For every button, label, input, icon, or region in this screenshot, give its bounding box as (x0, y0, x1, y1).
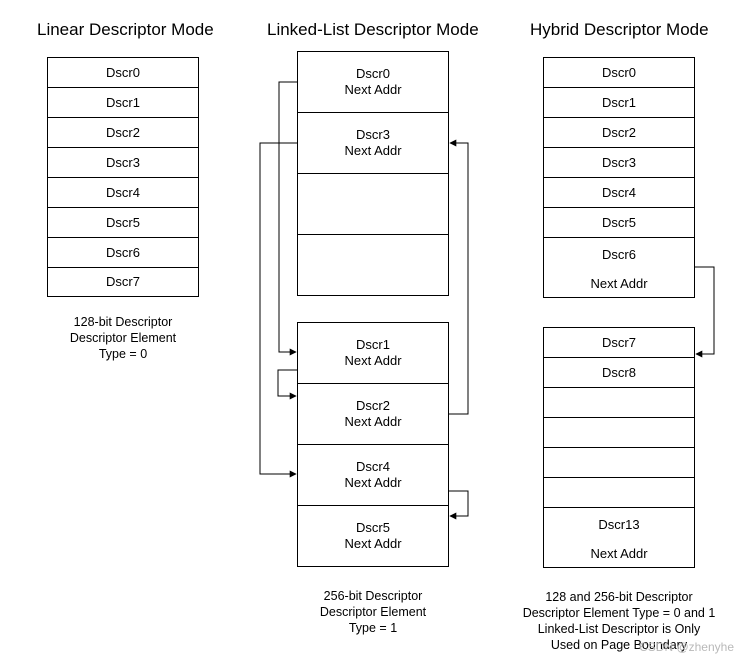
linked-caption-line-1: 256-bit Descriptor (323, 589, 423, 603)
hybrid-caption-line-4: Used on Page Boundary (550, 638, 688, 652)
linked-caption-line-2: Descriptor Element (319, 605, 427, 619)
arrow-dscr2-to-dscr3 (449, 139, 469, 415)
linear-cell-dscr7: Dscr7 (47, 267, 199, 297)
linear-caption-line-2: Descriptor Element (69, 331, 177, 345)
linked-cell-dscr2: Dscr2 Next Addr (297, 383, 449, 445)
hybrid-cell-dscr1: Dscr1 (543, 87, 695, 118)
hybrid-cell-empty-4 (543, 477, 695, 508)
linked-cell-dscr4: Dscr4 Next Addr (297, 444, 449, 506)
hybrid-cell-dscr5: Dscr5 (543, 207, 695, 238)
linked-cell-dscr0-next-addr: Next Addr (344, 82, 402, 97)
hybrid-cell-dscr8: Dscr8 (543, 357, 695, 388)
linear-cell-dscr4: Dscr4 (47, 177, 199, 208)
hybrid-cell-dscr6-next-addr: Next Addr (590, 276, 648, 291)
linked-cell-dscr1-label: Dscr1 (356, 337, 390, 352)
linked-list-mode-title: Linked-List Descriptor Mode (267, 20, 479, 39)
linear-caption: 128-bit Descriptor Descriptor Element Ty… (47, 314, 199, 362)
hybrid-caption-line-1: 128 and 256-bit Descriptor (545, 590, 693, 604)
linked-cell-dscr4-label: Dscr4 (356, 459, 390, 474)
linear-cell-dscr2: Dscr2 (47, 117, 199, 148)
linear-cell-dscr5: Dscr5 (47, 207, 199, 238)
hybrid-cell-dscr6: Dscr6 Next Addr (543, 237, 695, 298)
linked-cell-dscr1-next-addr: Next Addr (344, 353, 402, 368)
linked-cell-dscr1: Dscr1 Next Addr (297, 322, 449, 384)
hybrid-caption: 128 and 256-bit Descriptor Descriptor El… (514, 589, 724, 653)
linear-cell-dscr0: Dscr0 (47, 57, 199, 88)
linear-cell-dscr1: Dscr1 (47, 87, 199, 118)
hybrid-cell-empty-2 (543, 417, 695, 448)
linked-cell-dscr2-next-addr: Next Addr (344, 414, 402, 429)
linear-caption-line-1: 128-bit Descriptor (73, 315, 173, 329)
linked-caption-line-3: Type = 1 (348, 621, 398, 635)
linked-cell-dscr4-next-addr: Next Addr (344, 475, 402, 490)
hybrid-caption-line-2: Descriptor Element Type = 0 and 1 (522, 606, 716, 620)
arrow-dscr6-to-dscr7 (695, 266, 715, 358)
hybrid-cell-dscr4: Dscr4 (543, 177, 695, 208)
linear-caption-line-3: Type = 0 (98, 347, 148, 361)
hybrid-cell-dscr7: Dscr7 (543, 327, 695, 358)
arrow-dscr1-to-dscr2 (277, 369, 297, 400)
linked-cell-dscr0: Dscr0 Next Addr (297, 51, 449, 113)
hybrid-cell-dscr13: Dscr13 Next Addr (543, 507, 695, 568)
linked-cell-dscr3: Dscr3 Next Addr (297, 112, 449, 174)
linked-cell-empty-1 (297, 173, 449, 235)
hybrid-mode-title: Hybrid Descriptor Mode (530, 20, 709, 39)
linked-cell-dscr3-label: Dscr3 (356, 127, 390, 142)
arrow-dscr3-to-dscr4 (259, 142, 297, 478)
hybrid-cell-dscr13-next-addr: Next Addr (590, 546, 648, 561)
linked-cell-dscr5: Dscr5 Next Addr (297, 505, 449, 567)
hybrid-cell-dscr13-label: Dscr13 (598, 517, 640, 532)
linked-cell-dscr5-next-addr: Next Addr (344, 536, 402, 551)
linked-cell-dscr0-label: Dscr0 (356, 66, 390, 81)
linear-mode-title: Linear Descriptor Mode (37, 20, 214, 39)
hybrid-cell-empty-1 (543, 387, 695, 418)
arrow-dscr4-to-dscr5 (449, 490, 469, 520)
hybrid-cell-dscr0: Dscr0 (543, 57, 695, 88)
hybrid-cell-dscr6-label: Dscr6 (602, 247, 636, 262)
linked-list-caption: 256-bit Descriptor Descriptor Element Ty… (297, 588, 449, 636)
linked-cell-dscr3-next-addr: Next Addr (344, 143, 402, 158)
hybrid-caption-line-3: Linked-List Descriptor is Only (537, 622, 701, 636)
linear-cell-dscr6: Dscr6 (47, 237, 199, 268)
linked-cell-empty-2 (297, 234, 449, 296)
linked-cell-dscr5-label: Dscr5 (356, 520, 390, 535)
hybrid-cell-empty-3 (543, 447, 695, 478)
hybrid-cell-dscr3: Dscr3 (543, 147, 695, 178)
linear-cell-dscr3: Dscr3 (47, 147, 199, 178)
linked-cell-dscr2-label: Dscr2 (356, 398, 390, 413)
hybrid-cell-dscr2: Dscr2 (543, 117, 695, 148)
watermark: CSDN @zhenyhe (639, 640, 734, 654)
arrow-dscr0-to-dscr1 (278, 81, 297, 356)
